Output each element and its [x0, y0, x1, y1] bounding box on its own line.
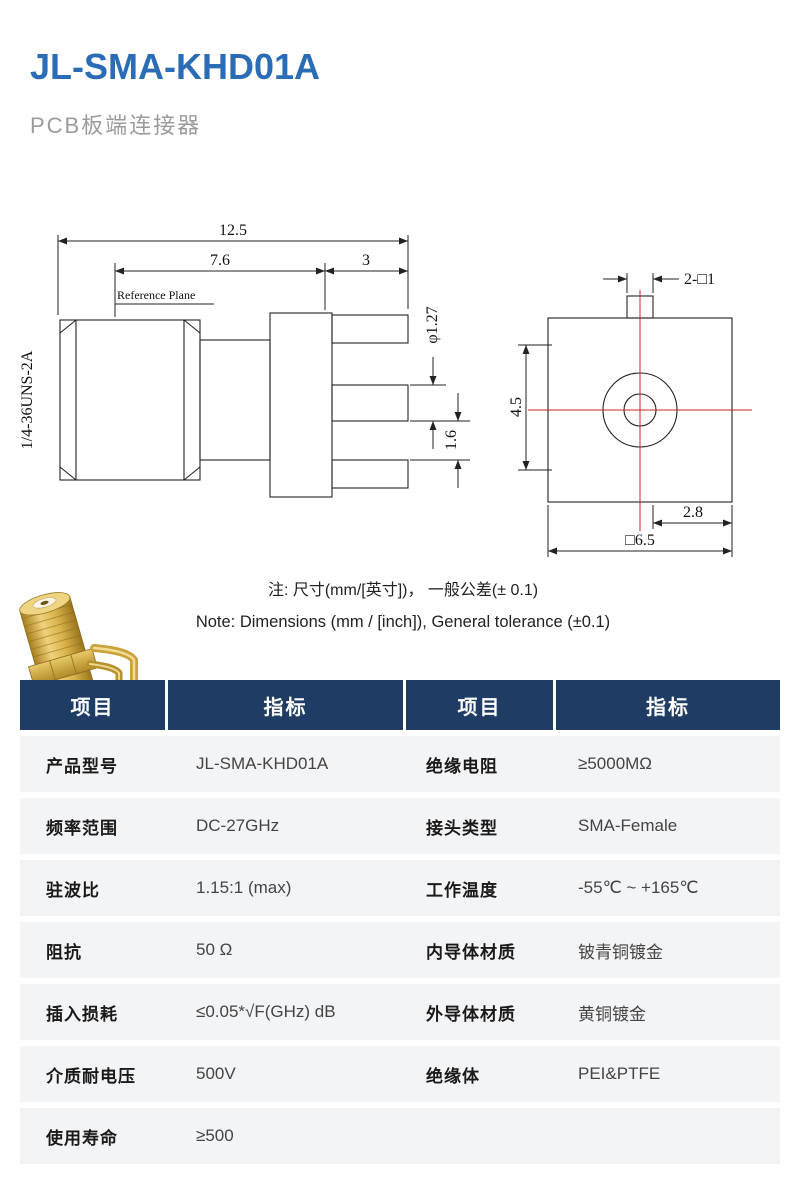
- spec-item-value: 50 Ω: [196, 940, 233, 959]
- spec-item-value: -55℃ ~ +165℃: [578, 878, 699, 897]
- dim-tail-length: 3: [362, 252, 370, 269]
- col-header-item-right: 项目: [406, 680, 553, 730]
- dim-total-length: 12.5: [219, 222, 247, 239]
- reference-plane-label: Reference Plane: [117, 288, 195, 302]
- note-en: Note: Dimensions (mm / [inch]), General …: [195, 613, 611, 631]
- product-title: JL-SMA-KHD01A: [30, 46, 321, 87]
- center-lines: [528, 290, 752, 531]
- table-row: 使用寿命 ≥500: [20, 1108, 780, 1164]
- spec-item-value: ≤0.05*√F(GHz) dB: [196, 1002, 336, 1021]
- front-view-dimensions: [518, 273, 733, 557]
- col-header-item-left: 项目: [20, 680, 165, 730]
- spec-item-label: 介质耐电压: [46, 1066, 136, 1086]
- thread-spec-label: 1/4-36UNS-2A: [19, 350, 36, 449]
- dim-pin-gap: 1.6: [443, 430, 460, 450]
- spec-item-value: PEI&PTFE: [578, 1064, 661, 1083]
- spec-item-value: DC-27GHz: [196, 816, 280, 835]
- table-row: 频率范围 DC-27GHz 接头类型 SMA-Female: [20, 798, 780, 854]
- spec-item-value: 黄铜镀金: [578, 1004, 646, 1024]
- note-cn: 注: 尺寸(mm/[英寸])， 一般公差(± 0.1): [267, 582, 539, 599]
- spec-item-value: ≥500: [196, 1126, 234, 1145]
- spec-item-label: 产品型号: [46, 756, 118, 776]
- spec-item-label: 插入损耗: [46, 1004, 118, 1024]
- technical-drawing: 12.5 7.6 3 Reference Plane 1/4-36UNS-2A …: [19, 222, 752, 557]
- spec-item-value: JL-SMA-KHD01A: [196, 754, 329, 773]
- dim-pin-diameter: φ1.27: [424, 306, 441, 343]
- spec-item-label: 绝缘体: [426, 1066, 480, 1086]
- spec-item-label: 接头类型: [426, 818, 498, 838]
- dim-square-pins: 2-□1: [684, 271, 715, 288]
- table-row: 阻抗 50 Ω 内导体材质 铍青铜镀金: [20, 922, 780, 978]
- dim-pin-offset: 2.8: [683, 504, 703, 521]
- spec-table-header: 项目 指标 项目 指标: [20, 680, 780, 730]
- drawing-notes: 注: 尺寸(mm/[英寸])， 一般公差(± 0.1) Note: Dimens…: [120, 576, 686, 632]
- dim-vertical: 4.5: [508, 397, 525, 417]
- side-view: [59, 312, 409, 498]
- spec-item-value: 1.15:1 (max): [196, 878, 292, 897]
- table-row: 介质耐电压 500V 绝缘体 PEI&PTFE: [20, 1046, 780, 1102]
- table-row: 驻波比 1.15:1 (max) 工作温度 -55℃ ~ +165℃: [20, 860, 780, 916]
- col-header-spec-right: 指标: [556, 680, 780, 730]
- product-subtitle: PCB板端连接器: [30, 113, 202, 138]
- table-row: 产品型号 JL-SMA-KHD01A 绝缘电阻 ≥5000MΩ: [20, 736, 780, 792]
- spec-table: 项目 指标 项目 指标 产品型号 JL-SMA-KHD01A 绝缘电阻 ≥500…: [20, 680, 780, 1164]
- spec-item-label: 阻抗: [46, 942, 82, 962]
- spec-item-label: 内导体材质: [426, 942, 516, 962]
- spec-item-value: SMA-Female: [578, 816, 678, 835]
- spec-item-label: 使用寿命: [46, 1128, 118, 1148]
- spec-item-label: 驻波比: [46, 880, 100, 900]
- dim-flange-square: □6.5: [625, 532, 655, 549]
- spec-item-value: ≥5000MΩ: [578, 754, 653, 773]
- spec-item-label: 外导体材质: [426, 1004, 516, 1024]
- spec-item-value: 铍青铜镀金: [578, 942, 663, 962]
- connector-body: [19, 592, 98, 694]
- dim-body-length: 7.6: [210, 252, 230, 269]
- spec-item-value: 500V: [196, 1064, 236, 1083]
- table-row: 插入损耗 ≤0.05*√F(GHz) dB 外导体材质 黄铜镀金: [20, 984, 780, 1040]
- product-photo: [19, 592, 138, 694]
- col-header-spec-left: 指标: [168, 680, 403, 730]
- connector-legs: [86, 644, 138, 692]
- spec-item-label: 工作温度: [426, 880, 498, 900]
- spec-item-label: 绝缘电阻: [426, 756, 498, 776]
- spec-item-label: 频率范围: [46, 818, 118, 838]
- side-view-dimensions: [57, 235, 470, 488]
